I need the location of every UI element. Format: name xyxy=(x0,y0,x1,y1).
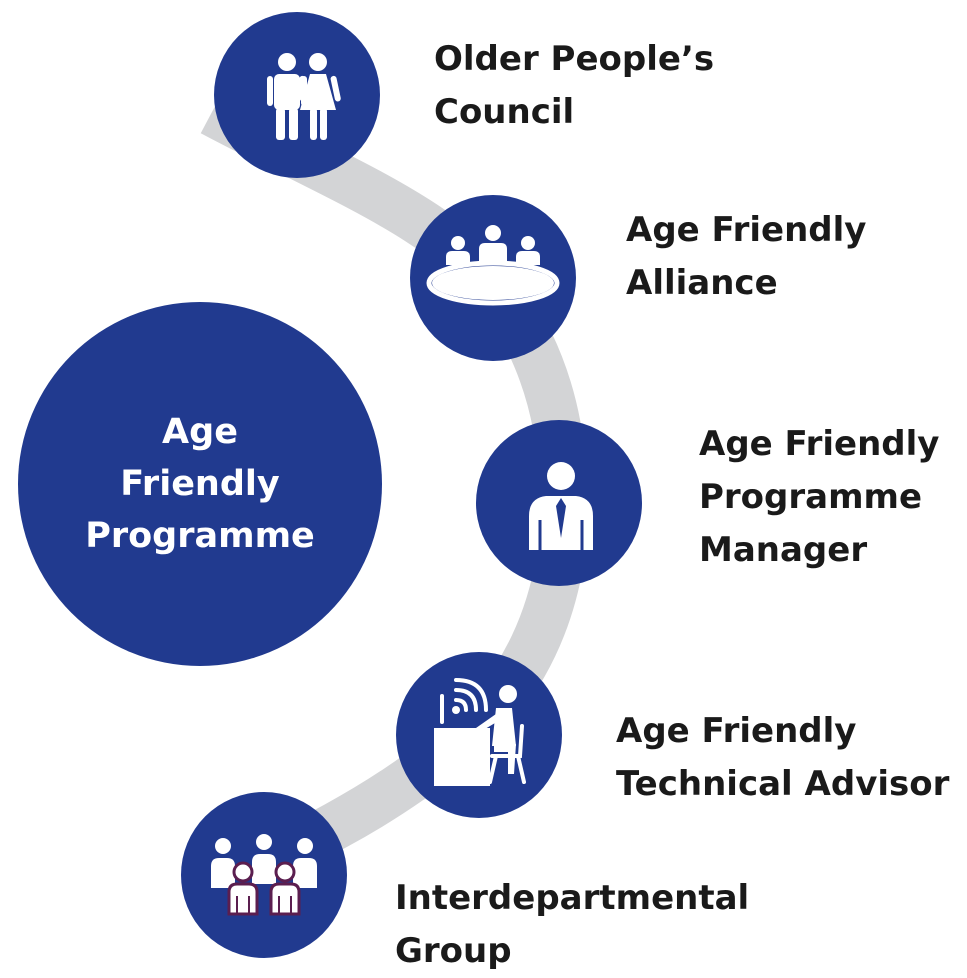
interdepartmental-group-label: Interdepartmental Group xyxy=(395,872,749,978)
man-woman-icon xyxy=(267,53,341,140)
label-line: Age Friendly xyxy=(626,210,867,250)
label-line: Alliance xyxy=(626,263,778,303)
center-title-line-3: Programme xyxy=(85,516,315,556)
person-at-desk-wifi-icon xyxy=(434,678,526,786)
label-line: Older People’s xyxy=(434,39,715,79)
label-line: Programme xyxy=(699,477,923,517)
center-title-line-2: Friendly xyxy=(120,464,280,504)
label-line: Manager xyxy=(699,530,868,570)
age-friendly-technical-advisor-label: Age Friendly Technical Advisor xyxy=(616,705,949,811)
older-peoples-council-node xyxy=(214,12,380,178)
group-of-people-icon xyxy=(211,834,317,916)
label-line: Age Friendly xyxy=(616,711,857,751)
age-friendly-programme-circle: Age Friendly Programme xyxy=(18,302,382,666)
label-line: Technical Advisor xyxy=(616,764,950,804)
label-line: Council xyxy=(434,92,575,132)
interdepartmental-group-node xyxy=(181,792,347,958)
age-friendly-technical-advisor-node xyxy=(396,652,562,818)
label-line: Age Friendly xyxy=(699,424,940,464)
age-friendly-programme-manager-label: Age Friendly Programme Manager xyxy=(699,418,939,577)
age-friendly-programme-manager-node xyxy=(476,420,642,586)
label-line: Interdepartmental xyxy=(395,878,750,918)
round-table-meeting-icon xyxy=(426,225,560,306)
older-peoples-council-label: Older People’s Council xyxy=(434,33,714,139)
age-friendly-alliance-label: Age Friendly Alliance xyxy=(626,204,866,310)
label-line: Group xyxy=(395,931,512,971)
center-title-line-1: Age xyxy=(162,412,238,452)
manager-person-icon xyxy=(529,462,593,550)
age-friendly-alliance-node xyxy=(410,195,576,361)
